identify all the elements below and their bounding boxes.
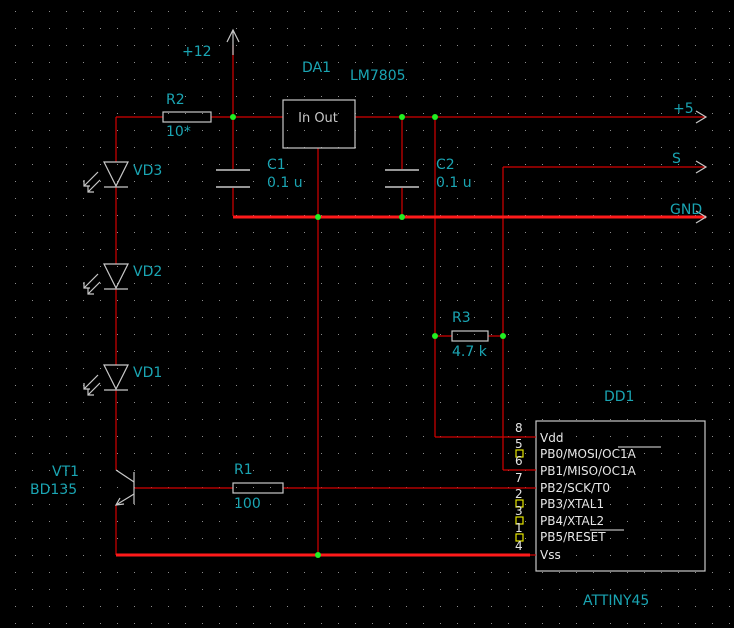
net-arrows: [226, 28, 708, 224]
mcu-pin-number: 7: [515, 471, 523, 485]
led-vd1: [83, 364, 129, 396]
capacitor-c2: [385, 169, 419, 188]
regulator-da1: In Out DA1 LM7805: [282, 60, 406, 149]
mcu-pin-number: 8: [515, 421, 523, 435]
mcu-pin-label: PB5/RESET: [540, 530, 606, 544]
junctions: [230, 114, 506, 558]
resistor-r3: R3 4.7 k: [451, 310, 489, 360]
mcu-pin-label: Vdd: [540, 431, 563, 445]
c1-value: 0.1 u: [267, 175, 303, 191]
r2-ref: R2: [166, 92, 185, 108]
led-vd3: [83, 161, 129, 193]
mcu-pin-number: 2: [515, 487, 523, 501]
r1-value: 100: [234, 496, 261, 512]
mcu-part: ATTINY45: [583, 593, 649, 609]
vd3-label: VD3: [133, 163, 162, 179]
vd2-label: VD2: [133, 264, 162, 280]
net-s-label: S: [672, 151, 681, 167]
r3-value: 4.7 k: [452, 344, 488, 360]
unconnected-pin-marker: [515, 533, 524, 542]
mcu-pin-number: 4: [515, 539, 523, 553]
c2-ref: C2: [436, 157, 455, 173]
unconnected-pin-marker: [515, 499, 524, 508]
mcu-dd1: DD1 ATTINY45 8 Vdd 5 PB0/MOSI/OC1A 6 PB1…: [515, 389, 706, 609]
r2-value: 10*: [166, 124, 191, 140]
r1-ref: R1: [234, 462, 253, 478]
unconnected-pin-marker: [515, 449, 524, 458]
regulator-body: [282, 99, 356, 149]
r3-ref: R3: [452, 310, 471, 326]
net-plus5-label: +5: [673, 101, 694, 117]
led-vd2: [83, 263, 129, 295]
power-12v-label: +12: [182, 44, 212, 60]
vt1-ref: VT1: [52, 464, 79, 480]
resistor-r2: R2 10*: [162, 92, 212, 140]
c1-ref: C1: [267, 157, 286, 173]
mcu-pin-label: PB3/XTAL1: [540, 497, 604, 511]
net-gnd-label: GND: [670, 202, 702, 218]
capacitor-c1: [216, 169, 250, 188]
mcu-pin-number: 5: [515, 437, 523, 451]
c2-value: 0.1 u: [436, 175, 472, 191]
mcu-pin-label: Vss: [540, 548, 561, 562]
transistor-vt1: [114, 469, 135, 506]
vd1-label: VD1: [133, 365, 162, 381]
grid-dots: [15, 11, 730, 624]
unconnected-pin-marker: [515, 516, 524, 525]
mcu-ref: DD1: [604, 389, 634, 405]
mcu-pin-number: 1: [515, 521, 523, 535]
regulator-ref: DA1: [302, 60, 331, 76]
mcu-pin-label: PB1/MISO/OC1A: [540, 464, 637, 478]
mcu-body: [535, 420, 706, 572]
regulator-body-text: In Out: [298, 111, 338, 126]
mcu-pin-number: 6: [515, 454, 523, 468]
mcu-pin-label: PB4/XTAL2: [540, 514, 604, 528]
ground-bus: [116, 215, 706, 557]
mcu-pin-number: 3: [515, 504, 523, 518]
resistor-r1: R1 100: [232, 462, 284, 512]
mcu-pin-label: PB0/MOSI/OC1A: [540, 447, 637, 461]
regulator-part: LM7805: [350, 68, 406, 84]
mcu-pin-label: PB2/SCK/T0: [540, 481, 610, 495]
vt1-part: BD135: [30, 482, 77, 498]
